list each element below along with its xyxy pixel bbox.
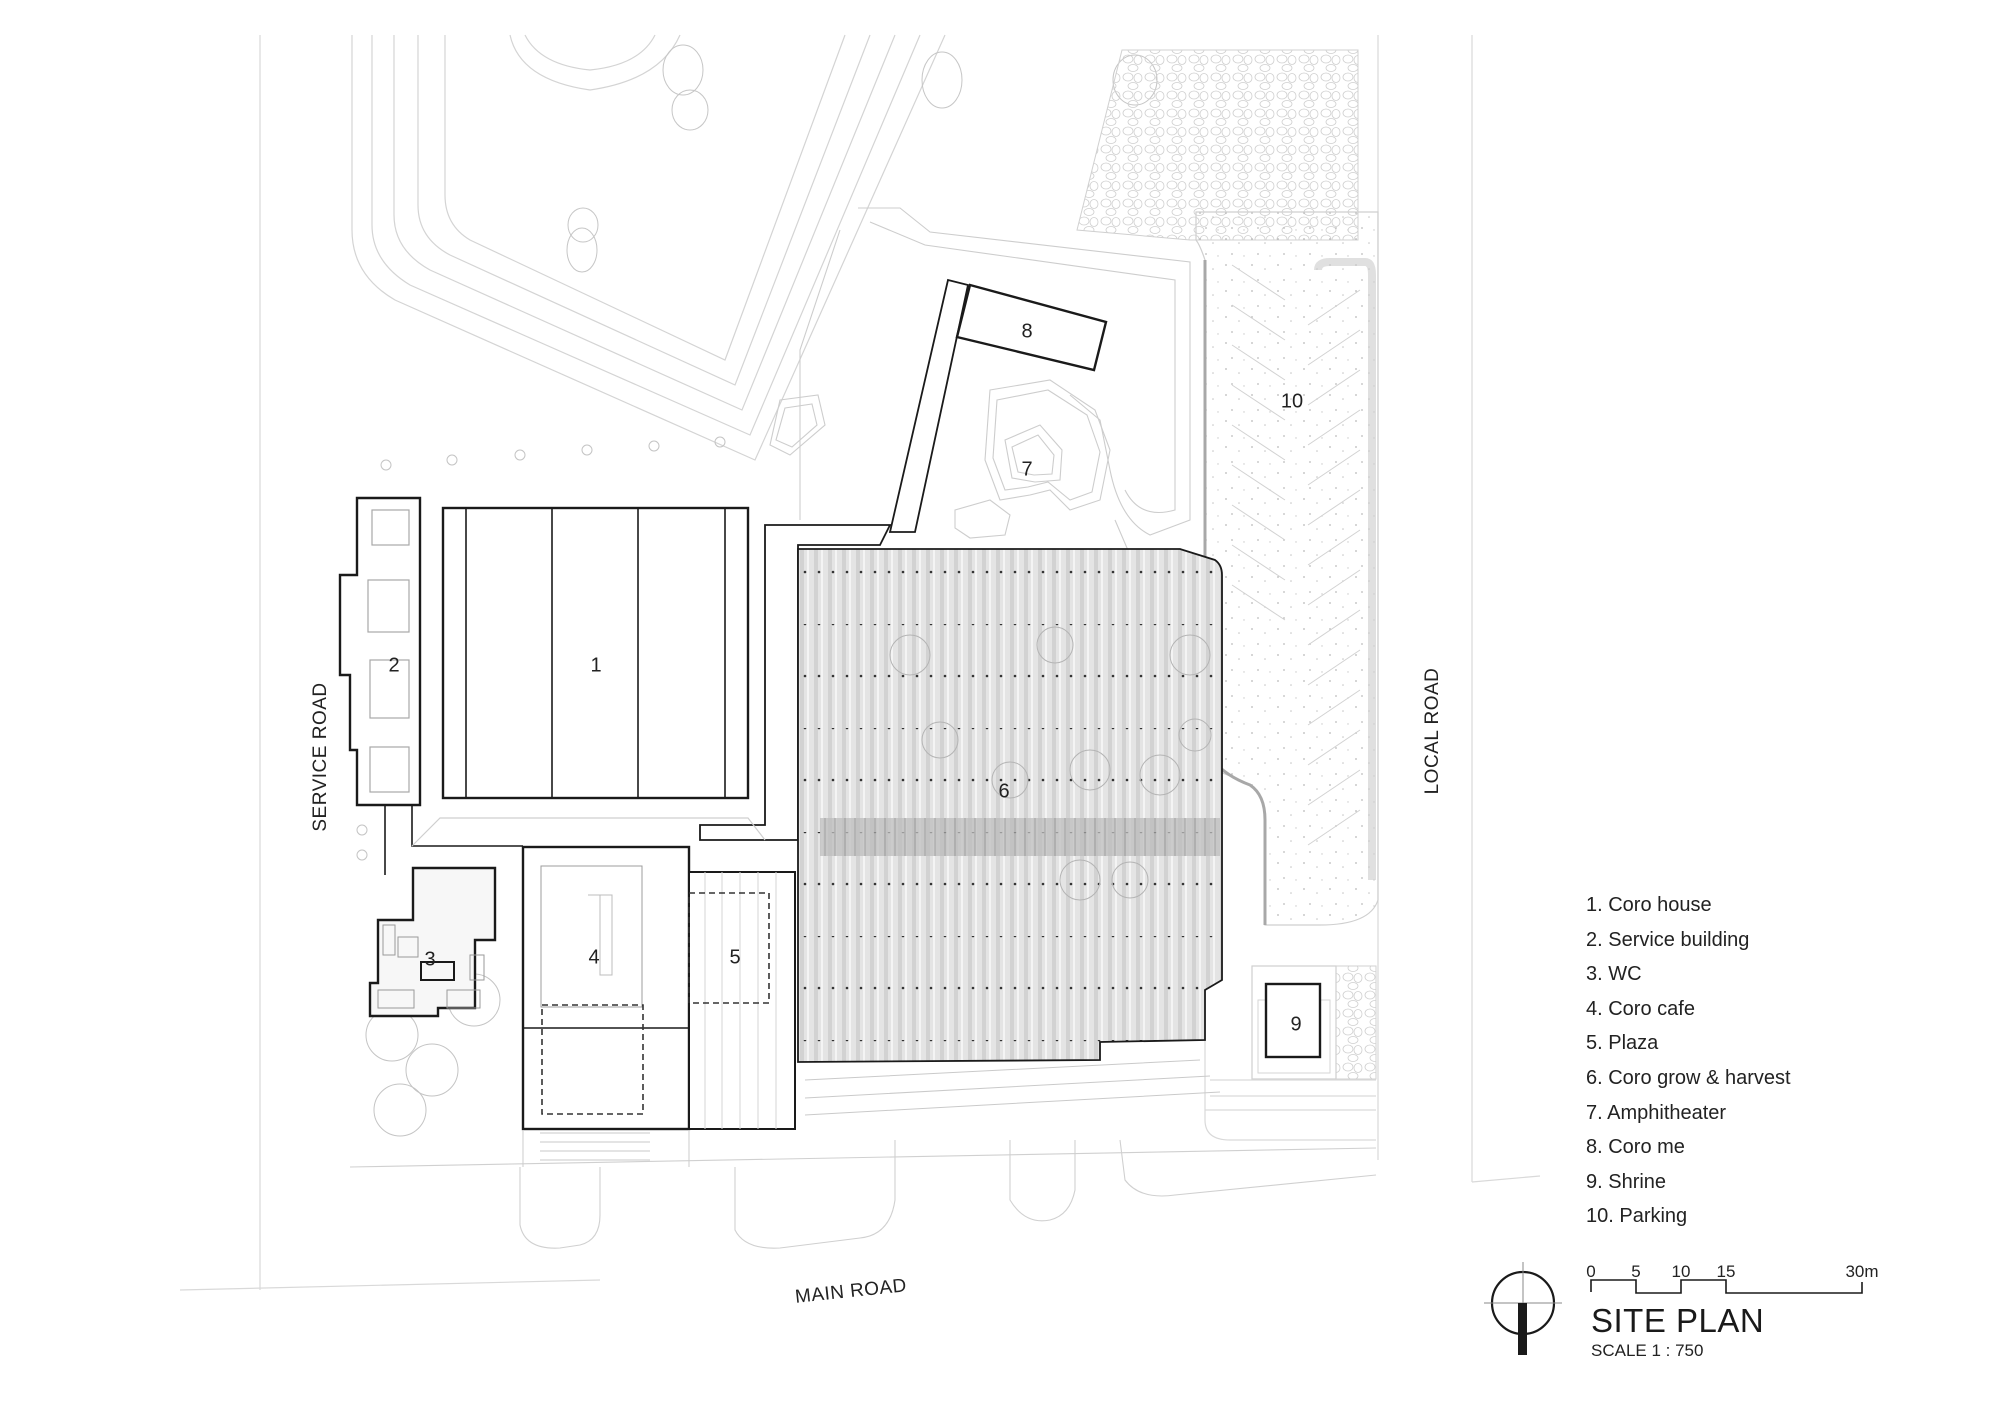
road-label-service: SERVICE ROAD — [310, 682, 331, 832]
zone-label-5: 5 — [729, 946, 741, 969]
title-block: SITE PLAN SCALE 1 : 750 — [1591, 1302, 1764, 1362]
scale-tick-5: 5 — [1631, 1262, 1641, 1281]
cafe-terrace — [541, 1004, 644, 1115]
legend-item: 10. Parking — [1586, 1205, 1688, 1228]
zone-label-3: 3 — [424, 948, 436, 971]
zone-label-6: 6 — [998, 780, 1010, 803]
grow-trees — [889, 626, 1212, 901]
zone-label-10: 10 — [1280, 390, 1304, 413]
drawing-scale: SCALE 1 : 750 — [1591, 1341, 1704, 1360]
main-road-bays — [349, 1130, 1377, 1249]
grow-band — [820, 818, 1220, 856]
scale-tick-0: 0 — [1586, 1262, 1596, 1281]
legend-item: 9. Shrine — [1586, 1170, 1667, 1193]
boulders — [566, 44, 1158, 273]
shrine-cobble — [1335, 965, 1377, 1080]
scale-tick-15: 15 — [1716, 1262, 1736, 1281]
plaza — [688, 871, 796, 1130]
grow-harvest-field — [797, 548, 1223, 1063]
service-building — [338, 496, 422, 807]
legend: 1. Coro house 2. Service building 3. WC … — [1586, 888, 1791, 1234]
wc-building — [368, 866, 497, 1018]
legend-item: 6. Coro grow & harvest — [1586, 1066, 1791, 1089]
legend-item: 7. Amphitheater — [1586, 1101, 1727, 1124]
parking-stalls — [1231, 264, 1361, 846]
legend-item: 2. Service building — [1586, 928, 1750, 951]
legend-item: 3. WC — [1586, 963, 1642, 986]
lower-terraces — [804, 1059, 1221, 1116]
zone-label-4: 4 — [588, 946, 600, 969]
parking-area — [1195, 211, 1379, 926]
legend-item: 4. Coro cafe — [1586, 997, 1695, 1020]
legend-item: 1. Coro house — [1586, 894, 1712, 916]
scale-bar — [1590, 1279, 1863, 1294]
scale-tick-10: 10 — [1671, 1262, 1691, 1281]
legend-item: 8. Coro me — [1586, 1136, 1685, 1159]
walkway-to-coro-me — [888, 278, 970, 533]
coro-me-building — [955, 283, 1108, 372]
contour-lines — [351, 34, 946, 461]
cafe-steps — [540, 1132, 650, 1161]
zone-label-1: 1 — [590, 654, 602, 677]
shrine-building — [1264, 982, 1322, 1059]
zone-label-7: 7 — [1021, 458, 1033, 481]
north-arrow-icon — [1484, 1262, 1562, 1355]
zone-label-8: 8 — [1021, 320, 1033, 343]
drawing-title: SITE PLAN — [1591, 1302, 1765, 1339]
road-label-local: LOCAL ROAD — [1422, 667, 1443, 795]
legend-item: 5. Plaza — [1586, 1032, 1659, 1055]
coro-house-building — [441, 506, 750, 800]
zone-label-2: 2 — [388, 654, 400, 677]
zone-label-9: 9 — [1290, 1013, 1302, 1036]
scale-tick-30: 30m — [1845, 1262, 1879, 1281]
coro-cafe-building — [521, 845, 691, 1131]
